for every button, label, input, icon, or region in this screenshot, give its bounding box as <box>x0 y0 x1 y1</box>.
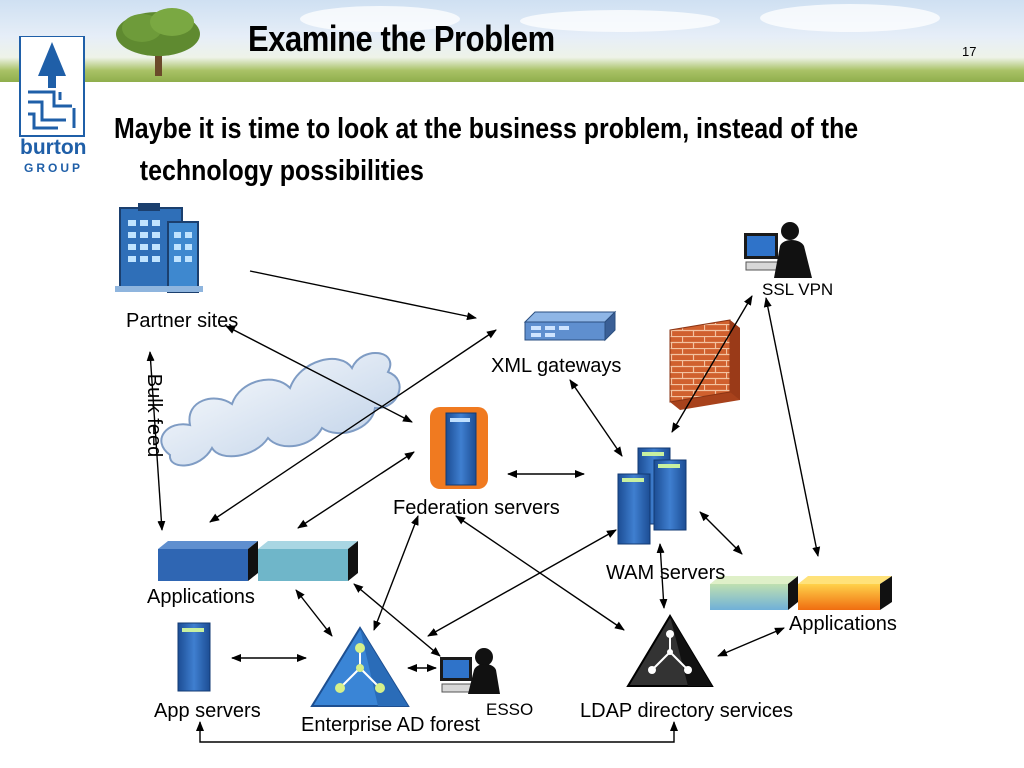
applications-right-icon <box>710 576 892 610</box>
xml-gateways-label: XML gateways <box>491 355 622 377</box>
federation-servers-label: Federation servers <box>393 497 560 519</box>
applications-left-icon <box>158 541 358 581</box>
slide-subtitle: Maybe it is time to look at the business… <box>114 108 974 192</box>
enterprise-ad-forest-label: Enterprise AD forest <box>301 714 480 736</box>
cloud-icon <box>160 352 401 467</box>
ad-forest-icon <box>310 626 410 707</box>
slide-title: Examine the Problem <box>248 18 555 59</box>
partner-sites-label: Partner sites <box>126 310 239 332</box>
vpn-user-icon <box>744 222 812 278</box>
page-number: 17 <box>962 44 977 59</box>
ldap-directory-services-label: LDAP directory services <box>580 700 794 722</box>
ssl-vpn-label: SSL VPN <box>762 280 834 299</box>
applications-right-label: Applications <box>789 613 897 635</box>
burton-group-logo: burton GROUP <box>14 35 94 186</box>
subtitle-line-2: technology possibilities <box>139 155 424 187</box>
esso-user-icon <box>440 648 500 694</box>
federation-server-icon <box>430 407 488 489</box>
wam-servers-label: WAM servers <box>606 562 726 584</box>
ldap-directory-icon <box>626 614 714 687</box>
subtitle-line-1: Maybe it is time to look at the business… <box>114 113 859 145</box>
app-servers-label: App servers <box>154 700 261 722</box>
building-icon <box>115 203 203 293</box>
applications-left-label: Applications <box>147 586 255 608</box>
xml-gateway-icon <box>523 310 617 342</box>
bulk-feed-label: Bulk feed <box>143 373 166 458</box>
esso-label: ESSO <box>486 700 534 719</box>
app-server-icon <box>177 622 211 692</box>
tree-illustration <box>116 8 200 76</box>
svg-text:GROUP: GROUP <box>24 161 83 175</box>
svg-text:burton: burton <box>20 136 86 159</box>
wam-servers-icon <box>617 447 687 545</box>
connection-arrows <box>146 270 821 743</box>
